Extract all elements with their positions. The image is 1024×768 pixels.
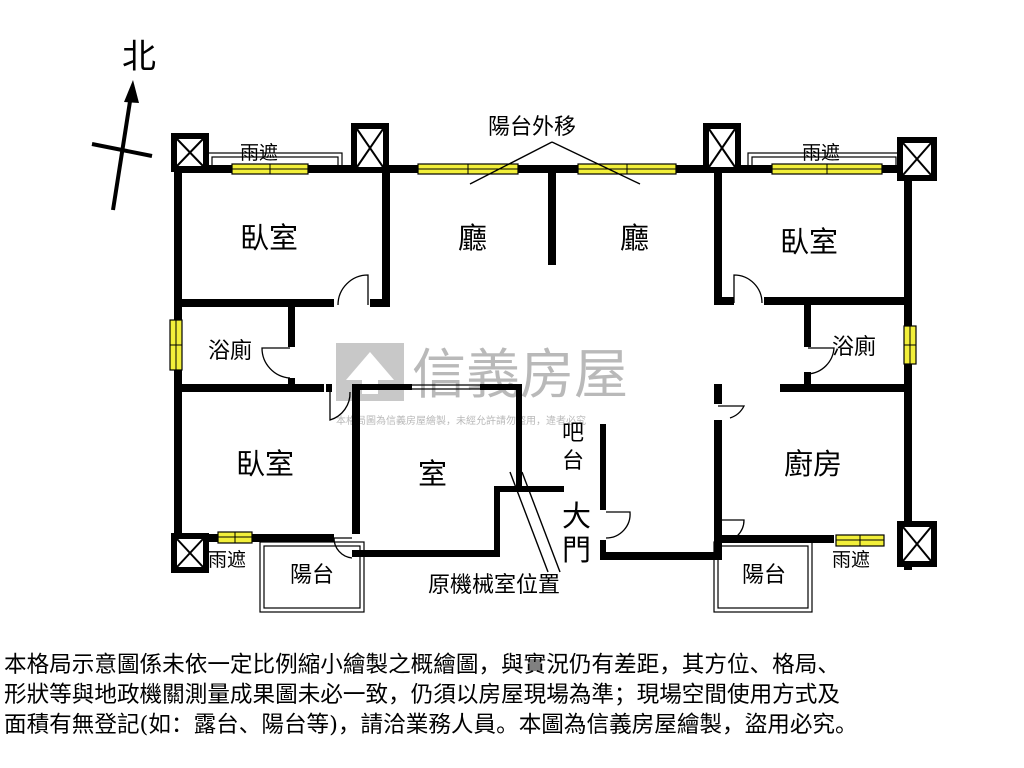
label-living-left: 廳 <box>458 221 487 255</box>
door-swings <box>261 274 835 559</box>
column-sw <box>171 533 209 573</box>
window-mullions <box>170 164 916 546</box>
leader-lines <box>469 141 641 573</box>
label-canopy-nw: 雨遮 <box>240 142 278 164</box>
label-door-2: 門 <box>562 533 591 567</box>
label-bath-e: 浴廁 <box>832 335 876 360</box>
label-bath-w: 浴廁 <box>208 339 252 364</box>
column-ne <box>897 137 937 181</box>
column-nw <box>171 133 209 172</box>
watermark-logo-door <box>362 372 378 394</box>
disclaimer-line-3: 面積有無登記(如：露台、陽台等)，請洽業務人員。本圖為信義房屋繪製，盜用必究。 <box>4 712 858 738</box>
floor-plan: 信義房屋 本格局圖為信義房屋繪製，未經允許請勿盜用，違者必究 北 <box>91 37 937 613</box>
label-room-center: 室 <box>418 457 447 491</box>
column-n1 <box>351 123 389 173</box>
disclaimer: 本格局示意圖係未依一定比例縮小繪製之概繪圖，與實況仍有差距，其方位、格局、 形狀… <box>4 650 1022 740</box>
sliding-door <box>410 384 482 390</box>
north-label: 北 <box>122 37 156 77</box>
column-n2 <box>703 123 741 173</box>
label-balcony-move: 陽台外移 <box>488 115 576 140</box>
disclaimer-line-2: 形狀等與地政機關測量成果圖未必一致，仍須以房屋現場為準；現場空間使用方式及 <box>4 682 840 708</box>
label-balcony-se: 陽台 <box>742 563 786 588</box>
label-balcony-sw: 陽台 <box>290 563 334 588</box>
disclaimer-line-1: 本格局示意圖係未依一定比例縮小繪製之概繪圖，與實況仍有差距，其方位、格局、 <box>4 652 840 678</box>
label-mech-room: 原機械室位置 <box>428 573 560 598</box>
watermark-notice: 本格局圖為信義房屋繪製，未經允許請勿盜用，違者必究 <box>336 414 586 427</box>
label-bedroom-sw: 臥室 <box>236 447 294 481</box>
label-kitchen: 廚房 <box>784 447 842 481</box>
label-canopy-ne: 雨遮 <box>802 142 840 164</box>
label-canopy-sw: 雨遮 <box>208 549 246 571</box>
watermark-logo-roof <box>346 352 394 380</box>
column-se <box>897 521 937 567</box>
columns <box>171 123 937 573</box>
label-bar-2: 台 <box>562 449 584 474</box>
label-bedroom-nw: 臥室 <box>240 221 298 255</box>
label-door-1: 大 <box>562 499 591 533</box>
north-arrow <box>91 80 153 211</box>
label-bar-1: 吧 <box>562 421 584 446</box>
label-bedroom-ne: 臥室 <box>780 225 838 259</box>
label-living-right: 廳 <box>620 221 649 255</box>
label-canopy-se: 雨遮 <box>832 549 870 571</box>
